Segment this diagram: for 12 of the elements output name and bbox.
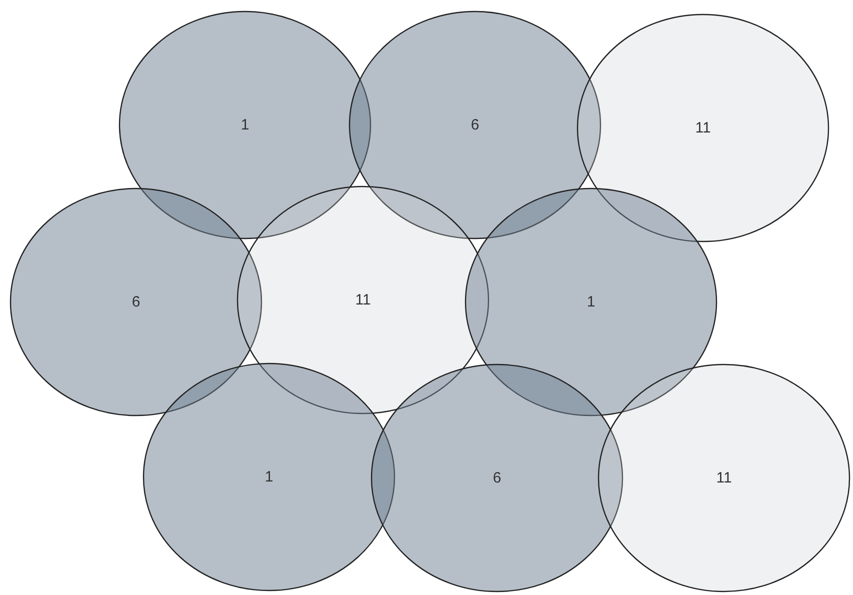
coverage-circle [577, 14, 829, 242]
coverage-circle [465, 188, 717, 416]
channel-number: 1 [586, 294, 596, 310]
channel-number: 1 [240, 116, 250, 134]
channel-number: 6 [470, 116, 480, 134]
channel-number: 1 [264, 468, 274, 486]
channel-number: 11 [355, 292, 371, 308]
channel-number: 6 [132, 294, 140, 310]
channel-number: 11 [716, 470, 732, 486]
channel-number: 11 [695, 120, 711, 136]
channel-number: 6 [492, 470, 502, 486]
coverage-circle [598, 364, 850, 592]
